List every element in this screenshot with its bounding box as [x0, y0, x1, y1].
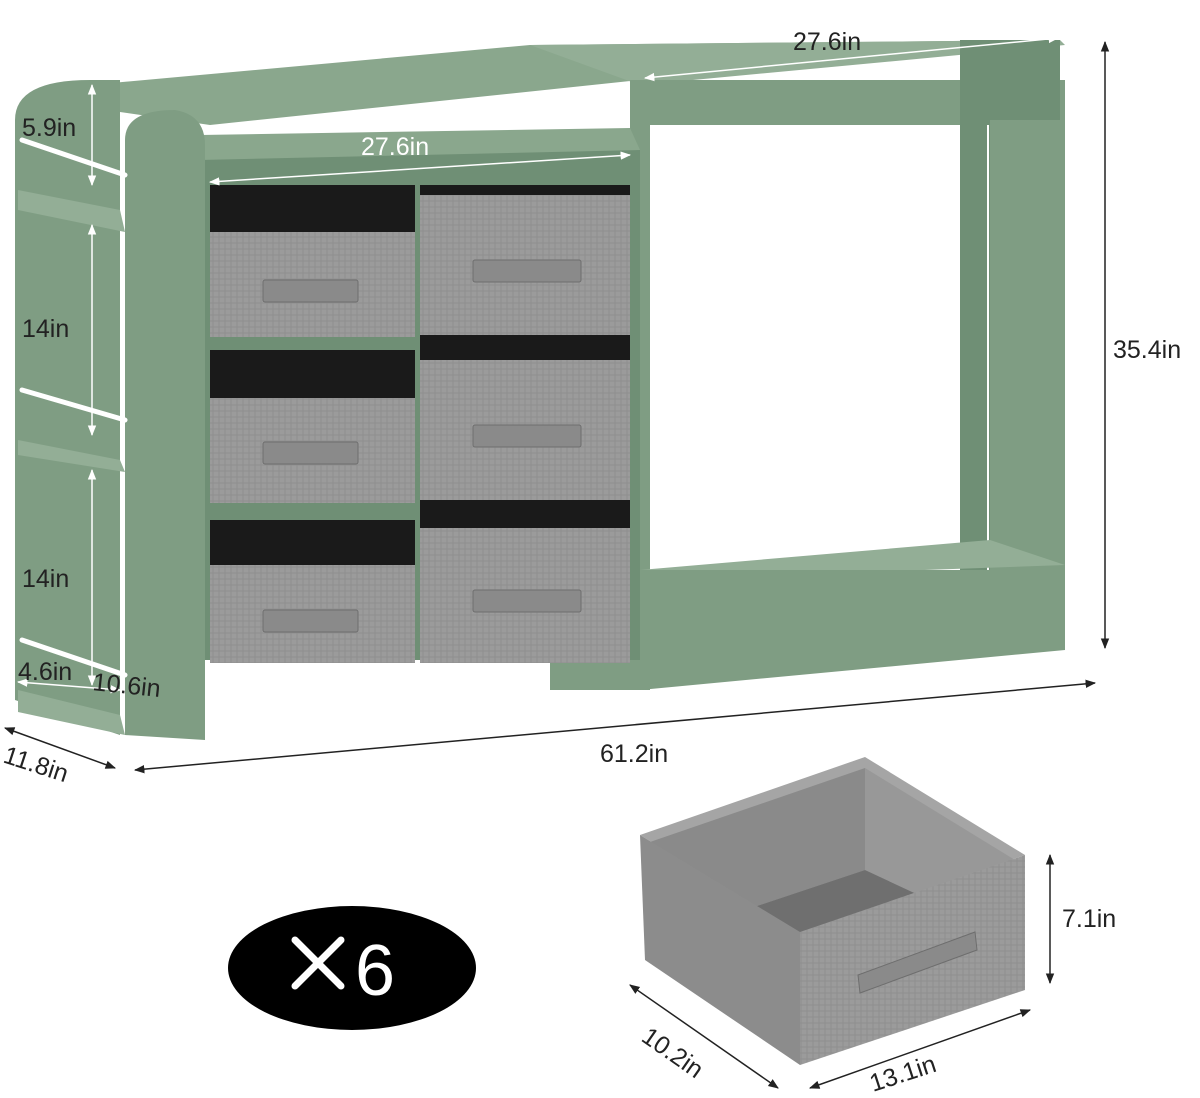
label-side-top-shelf: 5.9in: [22, 114, 76, 142]
dimension-lines-white: [16, 34, 1060, 694]
label-top-width-right: 27.6in: [793, 28, 861, 56]
bin-handle: [857, 931, 978, 994]
top-right-width-line: [643, 34, 1060, 82]
side-depth-line: [16, 678, 122, 694]
single-bin: [640, 757, 1025, 1065]
side-rails: [19, 137, 128, 678]
top-left-width-line: [208, 151, 632, 186]
label-side-middle-shelf: 14in: [22, 315, 69, 343]
quantity-badge: 6: [228, 906, 476, 1030]
drawer-bin: [420, 185, 630, 337]
drawer-bin: [210, 185, 415, 337]
label-top-width-left: 27.6in: [361, 133, 429, 161]
label-overall-width: 61.2in: [600, 740, 668, 768]
label-side-inner-depth: 4.6in: [18, 658, 72, 686]
rack-base: [550, 645, 1065, 690]
label-bin-height: 7.1in: [1062, 905, 1116, 933]
drawer-bins: [210, 185, 630, 663]
drawer-bin: [210, 350, 415, 503]
bin-left-side: [640, 835, 800, 1065]
drawer-bin: [210, 520, 415, 663]
side-shelf-3: [18, 690, 125, 735]
side-shelf-back: [15, 80, 120, 735]
label-overall-height: 35.4in: [1113, 336, 1181, 364]
drawer-bin: [420, 335, 630, 503]
side-shelf-1: [18, 190, 125, 232]
label-side-bottom-shelf: 14in: [22, 565, 69, 593]
bin-depth-line: [629, 984, 779, 1089]
drawer-bin: [420, 500, 630, 663]
bin-width-line: [809, 1009, 1031, 1089]
side-shelf-2: [18, 440, 125, 472]
rack-bottom-tray: [640, 570, 1065, 645]
multiply-sign-icon: [291, 936, 345, 990]
quantity-count: 6: [355, 931, 395, 1011]
label-bin-width: 13.1in: [866, 1050, 939, 1098]
storage-unit: [15, 40, 1065, 740]
rack-rods: [669, 125, 989, 590]
side-panel-front: [125, 110, 205, 740]
overall-width-line: [133, 679, 1097, 774]
overall-depth-line: [4, 727, 116, 769]
dimension-lines: [4, 40, 1110, 1089]
